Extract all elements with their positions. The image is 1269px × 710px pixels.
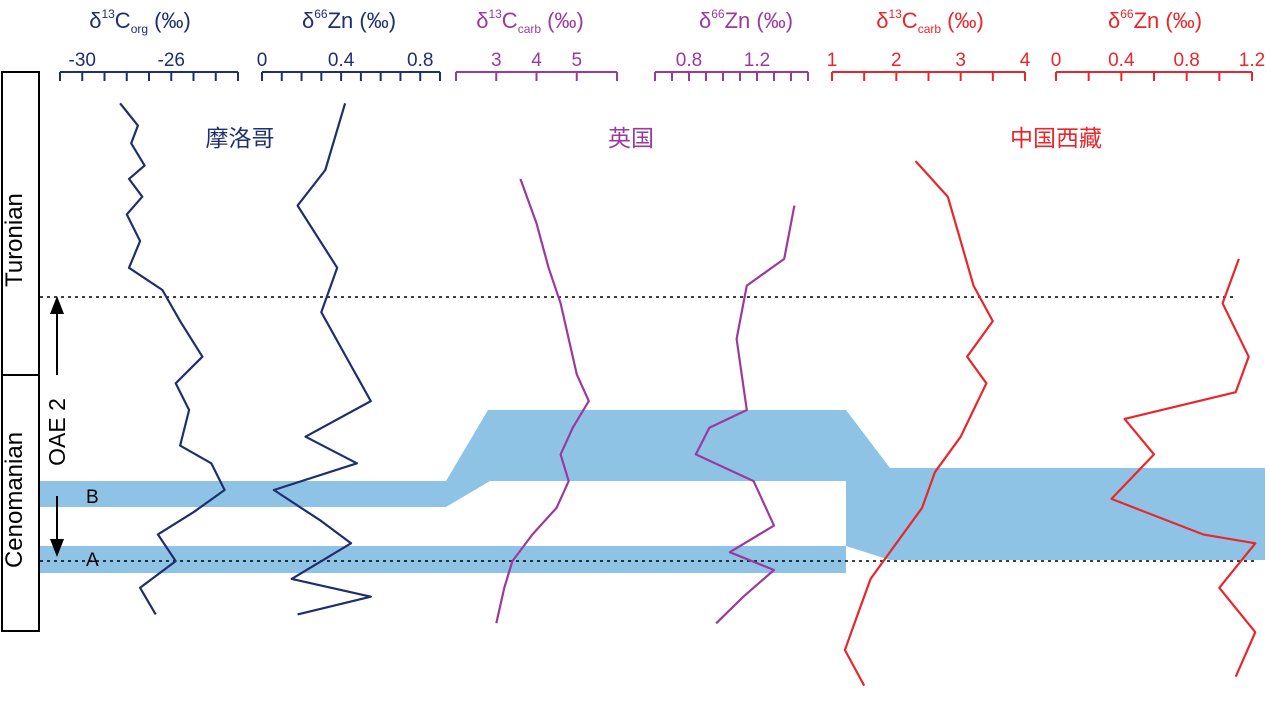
oae2-interval: OAE 2 [44,296,70,557]
panels: δ13Corg (‰) -30 -26 δ66Zn (‰) 0 0.4 0.8 δ13Ccar… [59,7,1265,687]
series-line [272,102,372,616]
series-line [1110,258,1257,678]
stage-turonian: Turonian [1,193,28,287]
band-label-a: A [86,550,99,571]
series-line [119,102,226,615]
axis-title: δ13Ccarb (‰) [876,7,984,36]
band-b [40,410,1265,573]
tick-label: 3 [491,50,502,71]
tick-label: 2 [891,50,902,71]
band-label-b: B [86,487,99,508]
series-line [495,178,590,624]
tick-label: 1 [827,50,838,71]
tick-label: 4 [1020,50,1031,71]
tick-label: 1.2 [1239,50,1265,71]
tick-label: 0.8 [407,50,433,71]
panel-1: δ13Corg (‰) -30 -26 [59,7,239,615]
series-line [694,205,796,625]
tick-label: -26 [158,50,185,71]
tick-label: 0 [257,50,268,71]
stage-cenomanian: Cenomanian [1,432,28,568]
axis-title: δ66Zn (‰) [302,7,396,33]
axis-title: δ66Zn (‰) [699,7,793,33]
cenomanian-box [1,374,40,632]
panel-2: δ66Zn (‰) 0 0.4 0.8 [257,7,441,616]
axis-title: δ13Corg (‰) [89,7,191,36]
tick-label: 5 [571,50,582,71]
oae2-label: OAE 2 [44,398,70,466]
tick-label: 0 [1051,50,1062,71]
tick-label: 0.4 [328,50,355,71]
region-label-england: 英国 [608,126,654,152]
stratigraphy-column: Turonian Cenomanian [1,71,40,632]
panel-4: δ66Zn (‰) 0.8 1.2 [654,7,809,625]
region-label-morocco: 摩洛哥 [206,126,275,152]
axis-title: δ66Zn (‰) [1108,7,1202,33]
tick-label: 0.8 [1173,50,1199,71]
tick-label: 3 [955,50,966,71]
correlation-bands [40,410,1265,573]
tick-label: 4 [531,50,542,71]
panel-6: δ66Zn (‰) 0 0.4 0.8 1.2 [1051,7,1265,678]
series-line [843,160,994,687]
tick-label: 1.2 [744,50,770,71]
panel-3: δ13Ccarb (‰) 3 4 5 [455,7,618,624]
oae2-arrowhead-down [50,539,64,557]
tick-label: 0.8 [676,50,702,71]
tick-label: 0.4 [1108,50,1135,71]
tick-label: -30 [69,50,96,71]
region-label-tibet: 中国西藏 [1010,126,1102,152]
axis-title: δ13Ccarb (‰) [476,7,584,36]
oae2-arrowhead-up [50,296,64,314]
panel-5: δ13Ccarb (‰) 1 2 3 4 [827,7,1031,687]
